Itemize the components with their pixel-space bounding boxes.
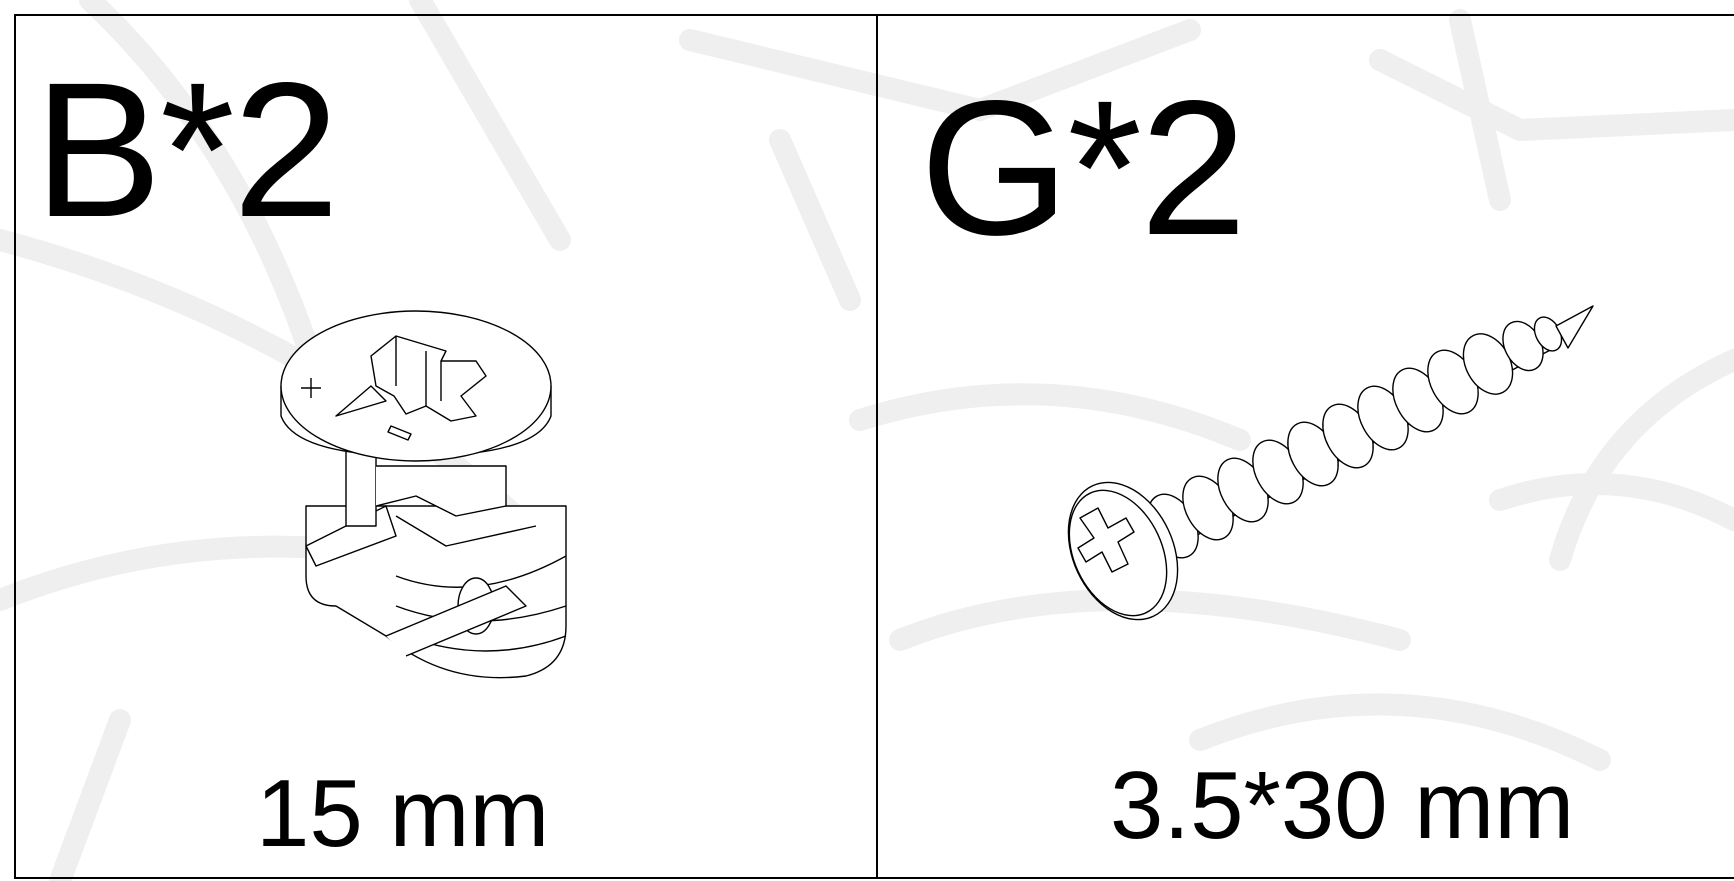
part-panel-g: G*2 [878,16,1734,877]
outer-frame [14,14,1734,879]
part-size-label: 15 mm [256,760,550,867]
phillips-wood-screw-icon [1067,305,1594,621]
part-panel-b: B*2 [16,16,876,877]
part-quantity-label: B*2 [34,42,340,257]
cam-lock-nut-icon [280,310,567,679]
part-quantity-label: G*2 [920,60,1247,275]
part-size-label: 3.5*30 mm [1110,752,1575,859]
panel-divider [876,14,878,879]
